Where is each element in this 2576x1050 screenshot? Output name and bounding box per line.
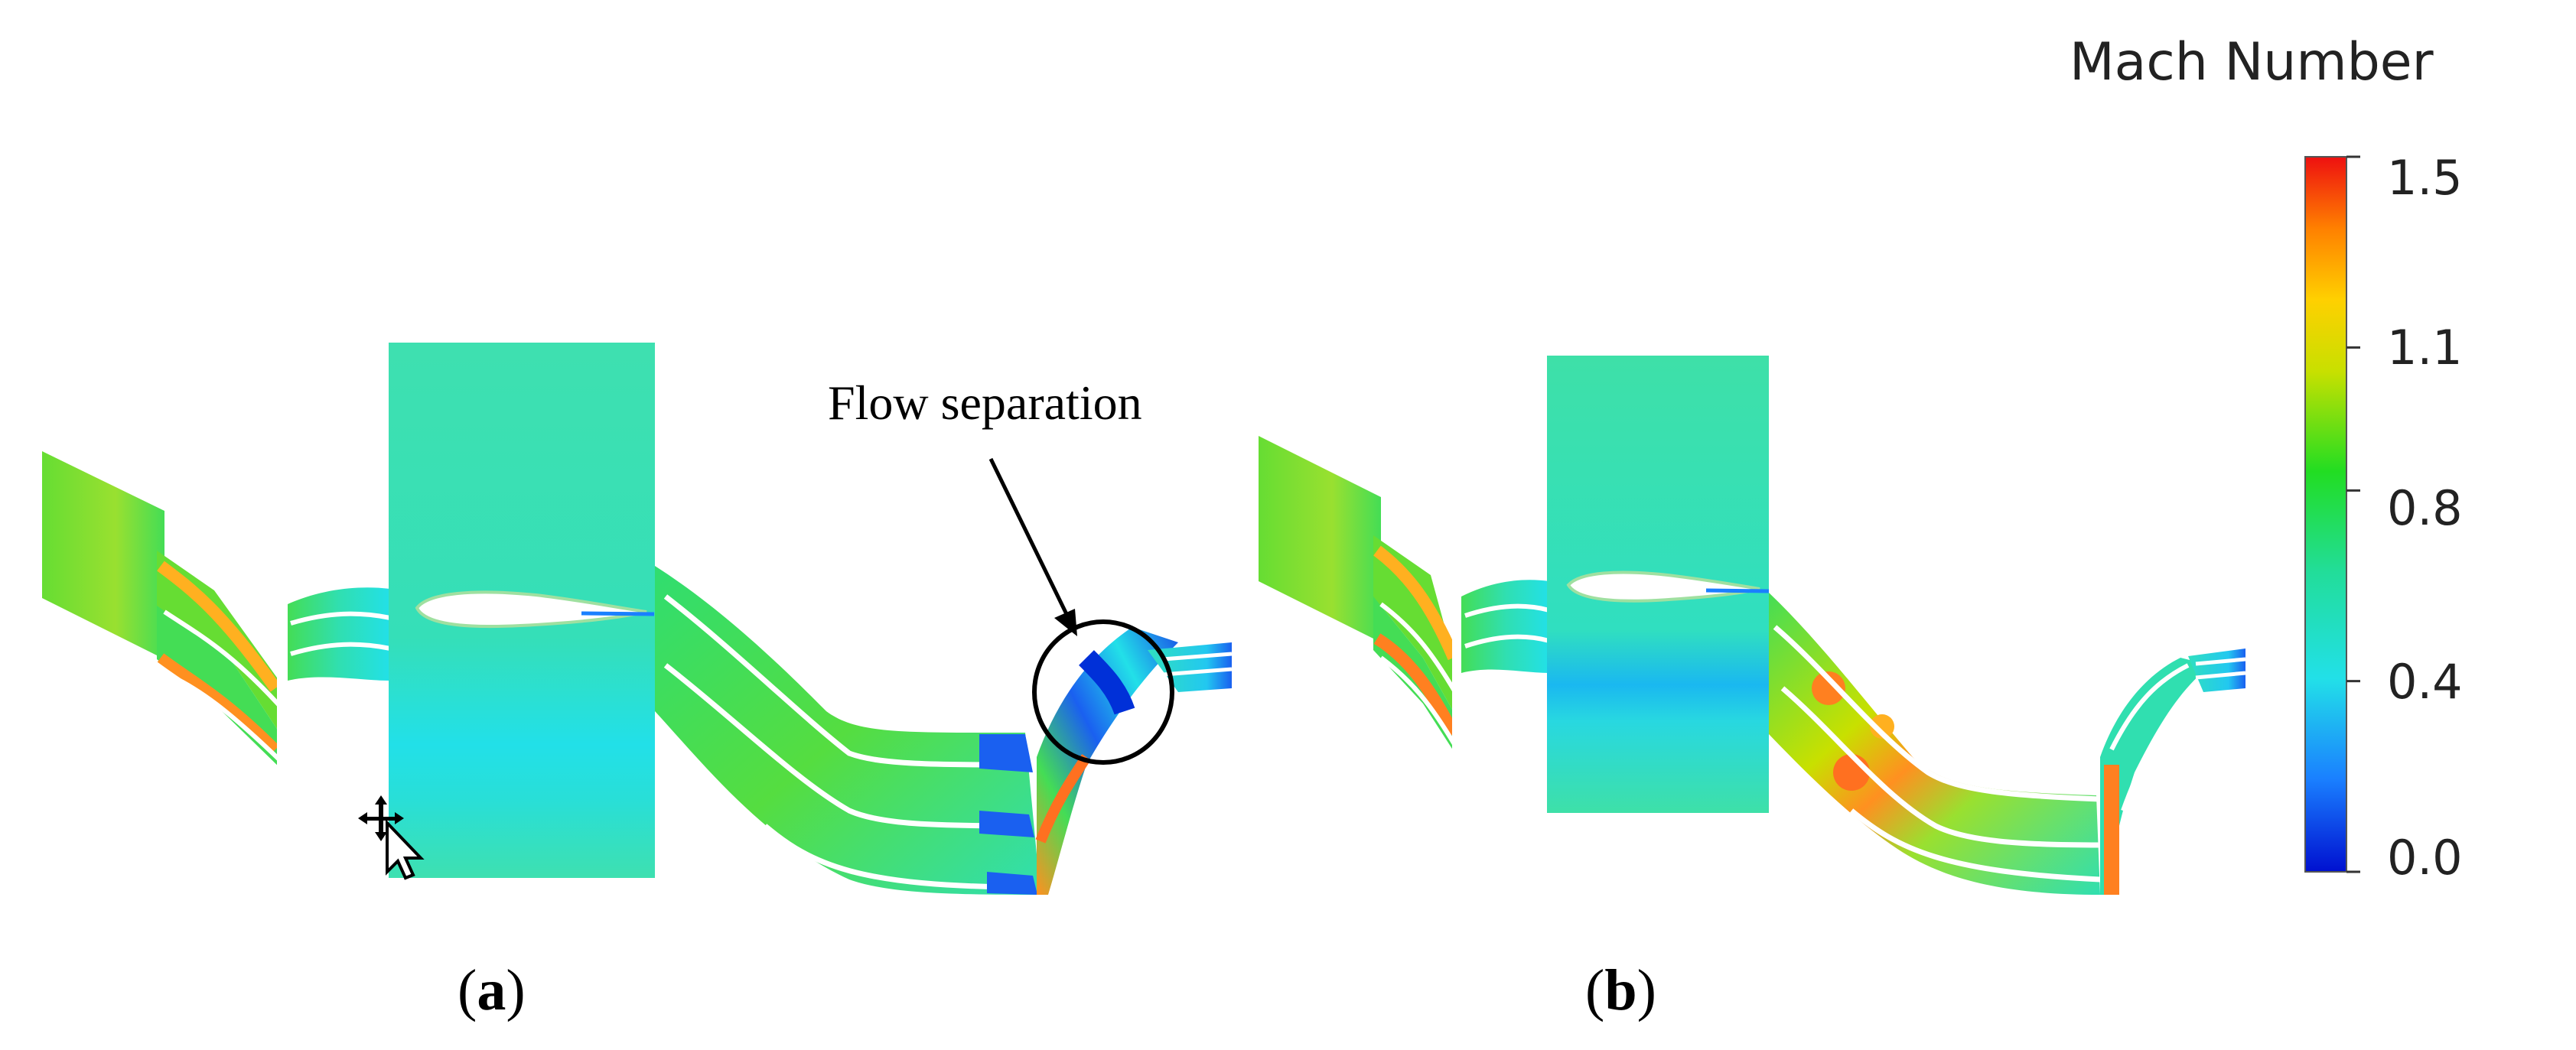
panel-a-label: a [477, 958, 506, 1022]
flow-separation-arrow [988, 457, 1070, 617]
colorbar-tick-0-8: 0.8 [2387, 480, 2463, 536]
panel-a-caption: (a) [458, 958, 526, 1022]
panel-b-airfoil [1566, 571, 1760, 603]
panel-b-caption: (b) [1585, 958, 1656, 1022]
panel-a-feed-tubes [288, 587, 390, 681]
colorbar-tick-0-4: 0.4 [2387, 654, 2463, 710]
panel-b-feed-tubes [1461, 580, 1549, 673]
colorbar-tick-0-0: 0.0 [2387, 830, 2463, 886]
flow-separation-label: Flow separation [828, 375, 1142, 430]
panel-b-label: b [1604, 958, 1637, 1022]
panel-a-separation-zone [1037, 627, 1178, 895]
colorbar-tick-1-5: 1.5 [2387, 150, 2463, 206]
panel-b-contour [1259, 356, 2246, 895]
colorbar-tick-1-1: 1.1 [2387, 320, 2463, 375]
panel-b-turning-duct [1769, 593, 2100, 895]
colorbar-ramp [2304, 156, 2347, 873]
colorbar-tickmarks [2346, 155, 2360, 873]
move-cursor-icon [358, 795, 425, 880]
colorbar-title: Mach Number [2070, 32, 2434, 93]
panel-b-inlet [1259, 436, 1381, 642]
panel-a-contour [42, 343, 1233, 895]
panel-a-turning-duct [655, 566, 1040, 895]
panel-a-airfoil [415, 590, 647, 629]
panel-a-inlet-vanes [157, 551, 285, 740]
flow-separation-circle [1032, 619, 1174, 765]
panel-a-inlet [42, 451, 164, 659]
